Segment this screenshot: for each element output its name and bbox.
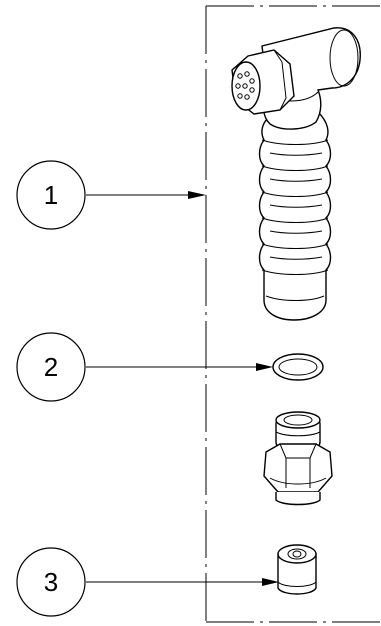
part-1-connector — [231, 27, 361, 321]
callout-3-label: 3 — [44, 567, 58, 597]
callout-1-label: 1 — [44, 180, 58, 210]
callout-3: 3 — [16, 547, 279, 617]
coupling-nut — [231, 49, 295, 115]
ribbed-boot — [258, 111, 332, 321]
threaded-fitting — [263, 411, 333, 506]
callout-2: 2 — [16, 332, 273, 402]
pin-face — [235, 71, 255, 100]
callout-2-label: 2 — [44, 352, 58, 382]
part-2-o-ring — [272, 353, 324, 381]
boundary-frame — [205, 5, 380, 623]
part-3-bushing — [277, 544, 317, 595]
callout-1: 1 — [16, 160, 206, 230]
